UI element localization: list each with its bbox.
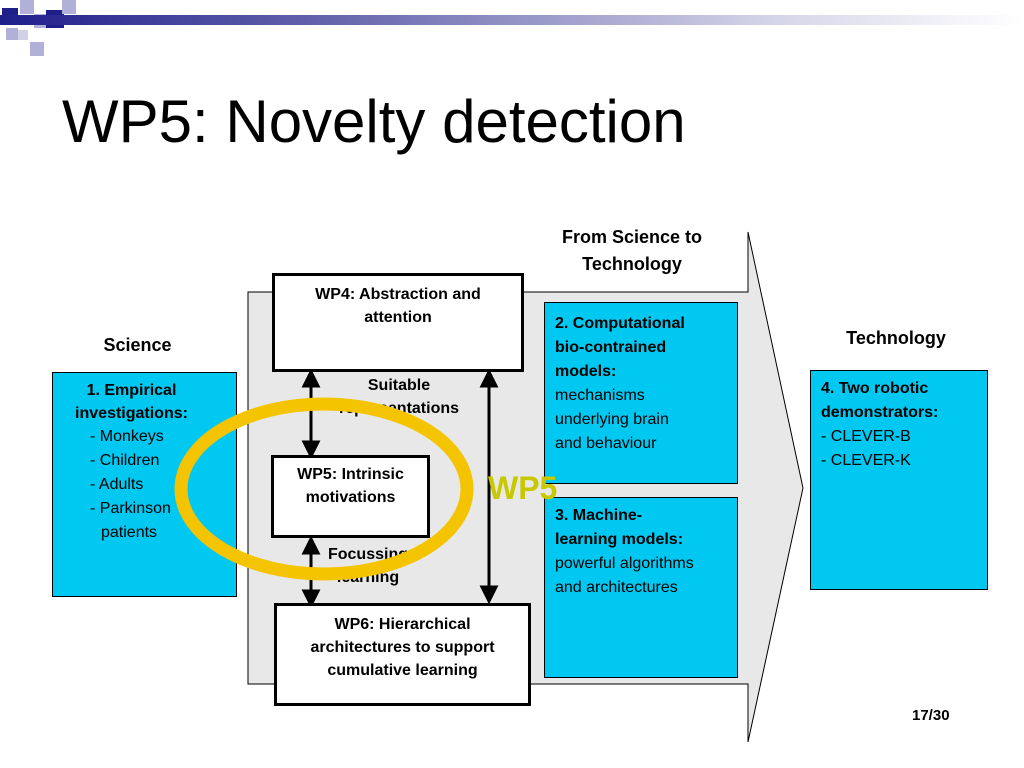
corner-square <box>30 42 44 56</box>
double-arrow-wp4-wp6 <box>479 368 499 605</box>
wp4-box: WP4: Abstraction and attention <box>272 273 524 372</box>
wp5-highlight-label: WP5 <box>488 470 558 506</box>
title-bar-line <box>0 15 1024 25</box>
corner-square <box>20 0 34 14</box>
science-label: Science <box>103 335 172 355</box>
wp6-box: WP6: Hierarchical architectures to suppo… <box>274 603 531 706</box>
wp5-box: WP5: Intrinsic motivations <box>271 455 430 538</box>
suitable-representations-label: Suitable representations <box>338 377 460 417</box>
from-science-to-technology-label: From Science to Technology <box>561 227 703 274</box>
corner-square <box>6 28 18 40</box>
corner-square <box>18 30 28 40</box>
machine-learning-models-box: 3. Machine- learning models: powerful al… <box>544 497 738 678</box>
computational-models-box: 2. Computational bio-contrained models: … <box>544 302 738 484</box>
page-number: 17/30 <box>912 707 950 724</box>
corner-square <box>62 0 76 14</box>
robotic-demonstrators-box: 4. Two robotic demonstrators: - CLEVER-B… <box>810 370 988 590</box>
focussing-learning-label: Focussing learning <box>327 546 408 586</box>
slide-title: WP5: Novelty detection <box>62 88 686 155</box>
technology-label: Technology <box>846 328 946 348</box>
empirical-investigations-box: 1. Empirical investigations: - Monkeys -… <box>52 372 237 597</box>
